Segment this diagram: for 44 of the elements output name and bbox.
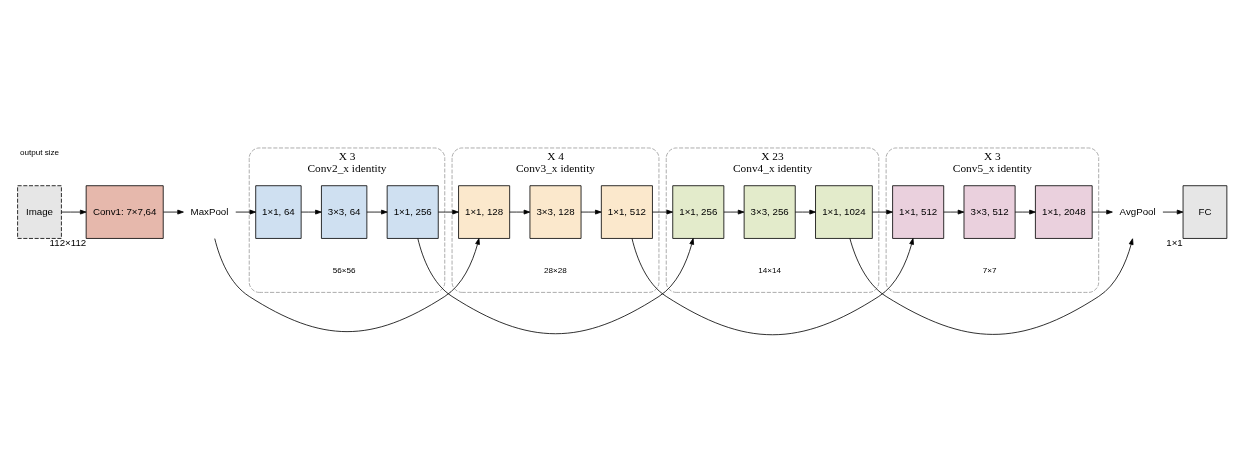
arrow (437, 209, 459, 215)
node-label: 28×28 (544, 266, 567, 276)
arrow (163, 209, 184, 215)
node-label: 56×56 (332, 266, 356, 276)
node-box: 3×3, 64 (321, 185, 368, 239)
node-box: 1×1, 128 (458, 185, 511, 239)
node-box: 1×1, 256 (386, 185, 439, 239)
node-box: FC (1182, 185, 1228, 239)
arrow (1162, 209, 1184, 215)
node-box: Image (17, 185, 62, 239)
node-box: 1×1, 512 (600, 185, 653, 239)
arrow (580, 209, 602, 215)
arrow (631, 238, 914, 336)
node-box: 1×1, 2048 (1035, 185, 1093, 239)
node-box: Conv1: 7×7,64 (85, 185, 164, 239)
arrow (794, 209, 816, 215)
arrow (943, 209, 965, 215)
node-label: 14×14 (758, 266, 782, 276)
arrow (417, 238, 695, 335)
arrow (61, 209, 87, 215)
arrow (509, 209, 531, 215)
arrow (872, 209, 893, 215)
arrow (849, 238, 1134, 335)
node-text: MaxPool (190, 205, 229, 217)
node-box: 3×3, 512 (963, 185, 1016, 239)
node-box: 1×1, 1024 (815, 185, 873, 239)
node-text: AvgPool (1119, 205, 1156, 217)
arrow (235, 209, 257, 215)
node-box: 1×1, 512 (892, 185, 945, 239)
arrow (652, 209, 673, 215)
label: output size (19, 147, 60, 157)
node-box: 1×1, 64 (255, 185, 302, 239)
arrow (366, 209, 388, 215)
node-box: 3×3, 256 (743, 185, 796, 239)
arrow (1014, 209, 1036, 215)
node-label: 1×1 (1166, 237, 1183, 249)
arrow (300, 209, 322, 215)
arrow (723, 209, 745, 215)
arrow (214, 238, 480, 333)
node-box: 3×3, 128 (529, 185, 582, 239)
node-label: 7×7 (982, 266, 997, 276)
node-label: 112×112 (49, 237, 87, 249)
node-box: 1×1, 256 (672, 185, 725, 239)
arrow (1091, 209, 1113, 215)
